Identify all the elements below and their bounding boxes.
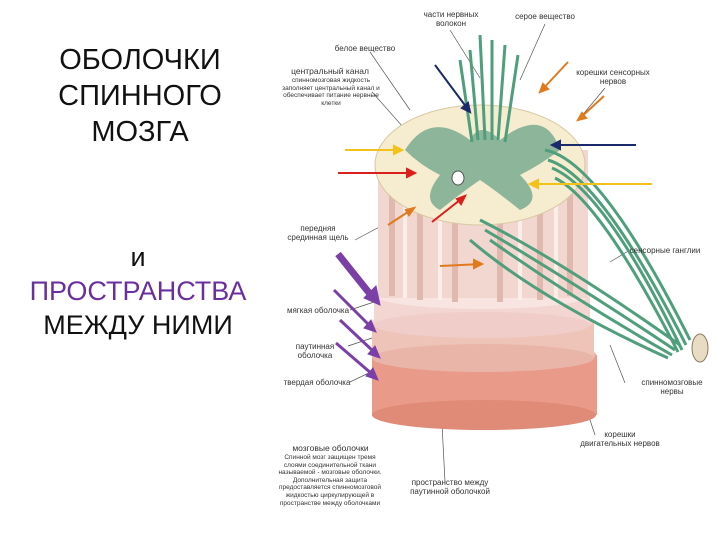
label-central-canal-desc: спинномозговая жидкость заполняет центра… xyxy=(282,77,380,107)
subtitle-highlight: ПРОСТРАНСТВА xyxy=(29,276,247,306)
nerve-fibers xyxy=(458,34,692,360)
label-arachnoid: паутинная оболочка xyxy=(295,342,335,360)
label-meninges-title: мозговые оболочки xyxy=(292,443,369,453)
subtitle-tail: МЕЖДУ НИМИ xyxy=(43,310,233,340)
title-line-2: СПИННОГО xyxy=(58,80,222,112)
spinal-nerve-end xyxy=(691,333,709,363)
label-white-matter: белое вещество xyxy=(334,44,396,53)
slide-subtitle: и ПРОСТРАНСТВА МЕЖДУ НИМИ xyxy=(8,240,268,342)
title-line-1: ОБОЛОЧКИ xyxy=(59,44,221,76)
label-dura-mater: твердая оболочка xyxy=(283,378,351,387)
label-gray-matter: серое вещество xyxy=(515,12,575,21)
label-central-canal: центральный канал xyxy=(291,66,369,76)
label-motor-roots: корешки двигательных нервов xyxy=(580,430,660,448)
pointer-arrows xyxy=(338,61,652,270)
label-anterior-fissure: передняя срединная щель xyxy=(287,224,349,242)
purple-arrows xyxy=(332,251,381,381)
label-sensory-roots: корешки сенсорных нервов xyxy=(576,68,650,86)
label-subarachnoid-space: пространство между паутинной оболочкой xyxy=(410,478,490,496)
title-line-3: МОЗГА xyxy=(91,116,189,148)
subtitle-connector: и xyxy=(130,242,146,272)
label-nerve-fiber-parts: части нервных волокон xyxy=(423,10,479,28)
label-meninges-desc: Спинной мозг защищен тремя слоями соедин… xyxy=(278,454,382,507)
cross-section xyxy=(374,104,586,226)
slide-title: ОБОЛОЧКИ СПИННОГО МОЗГА xyxy=(20,42,260,150)
label-pia-mater: мягкая оболочка xyxy=(286,306,350,315)
label-spinal-nerves: спинномозговые нервы xyxy=(641,378,703,396)
label-sensory-ganglia: сенсорные ганглии xyxy=(629,246,701,255)
